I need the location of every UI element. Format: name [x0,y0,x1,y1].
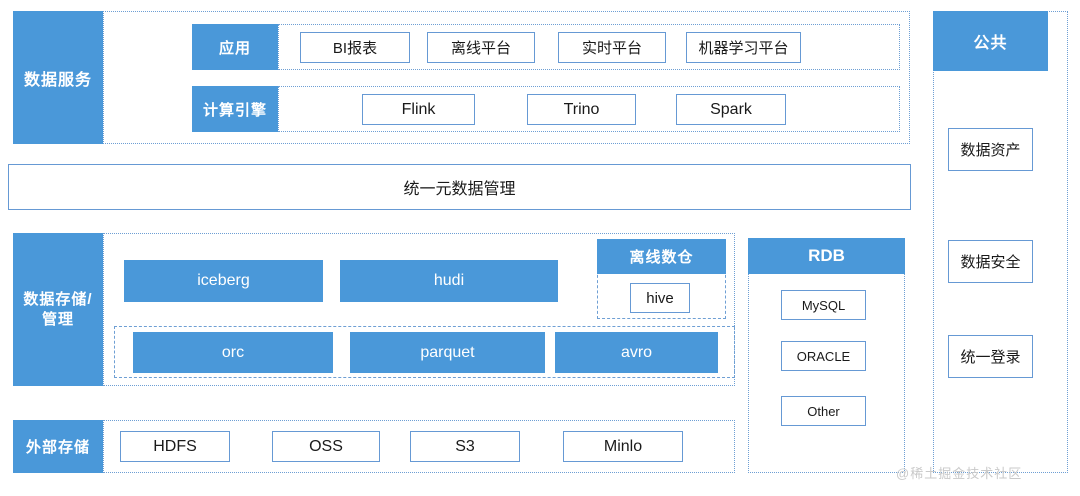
application-row: 应用 BI报表 离线平台 实时平台 机器学习平台 [192,24,900,70]
unified-metadata-bar[interactable]: 统一元数据管理 [8,164,911,210]
application-label: 应用 [192,24,278,70]
application-item-bi-report[interactable]: BI报表 [300,32,410,63]
offline-warehouse-label: 离线数仓 [597,239,726,274]
data-service-group [103,11,910,144]
file-formats-group [114,326,735,378]
rdb-item-other[interactable]: Other [781,396,866,426]
compute-engine-item-trino[interactable]: Trino [527,94,636,125]
public-item-data-asset[interactable]: 数据资产 [948,128,1033,171]
external-storage-label: 外部存储 [13,420,103,473]
data-storage-label-line2: 管理 [41,310,74,328]
application-item-offline-platform[interactable]: 离线平台 [427,32,535,63]
compute-engine-item-flink[interactable]: Flink [362,94,475,125]
public-label: 公共 [933,11,1048,71]
storage-item-hudi[interactable]: hudi [340,260,558,302]
watermark: @稀土掘金技术社区 [896,466,1023,481]
rdb-item-oracle[interactable]: ORACLE [781,341,866,371]
rdb-label: RDB [748,238,905,274]
application-items-group [278,24,900,70]
compute-engine-row: 计算引擎 Flink Trino Spark [192,86,900,132]
public-column: 公共 数据资产 数据安全 统一登录 [933,11,1068,473]
storage-item-avro[interactable]: avro [555,332,718,373]
offline-warehouse-item-hive[interactable]: hive [630,283,690,313]
external-storage-item-minlo[interactable]: Minlo [563,431,683,462]
external-storage-group [103,420,735,473]
data-storage-group [103,233,735,386]
data-service-layer: 数据服务 应用 BI报表 离线平台 实时平台 机器学习平台 计算引擎 Flink… [13,11,910,144]
application-item-ml-platform[interactable]: 机器学习平台 [686,32,801,63]
application-item-realtime-platform[interactable]: 实时平台 [558,32,666,63]
public-item-unified-login[interactable]: 统一登录 [948,335,1033,378]
compute-engine-item-spark[interactable]: Spark [676,94,786,125]
storage-item-orc[interactable]: orc [133,332,333,373]
external-storage-item-hdfs[interactable]: HDFS [120,431,230,462]
data-storage-label-line1: 数据存储/ [23,290,93,308]
data-storage-layer: 数据存储/ 管理 iceberg hudi orc parquet avro [13,233,735,386]
data-storage-label: 数据存储/ 管理 [13,233,103,386]
storage-item-iceberg[interactable]: iceberg [124,260,323,302]
data-service-label: 数据服务 [13,11,103,144]
external-storage-layer: 外部存储 HDFS OSS S3 Minlo [13,420,735,473]
storage-item-parquet[interactable]: parquet [350,332,545,373]
rdb-item-mysql[interactable]: MySQL [781,290,866,320]
external-storage-item-s3[interactable]: S3 [410,431,520,462]
external-storage-item-oss[interactable]: OSS [272,431,380,462]
public-item-data-security[interactable]: 数据安全 [948,240,1033,283]
compute-engine-label: 计算引擎 [192,86,278,132]
compute-engine-items-group [278,86,900,132]
rdb-column: RDB MySQL ORACLE Other [748,238,905,473]
